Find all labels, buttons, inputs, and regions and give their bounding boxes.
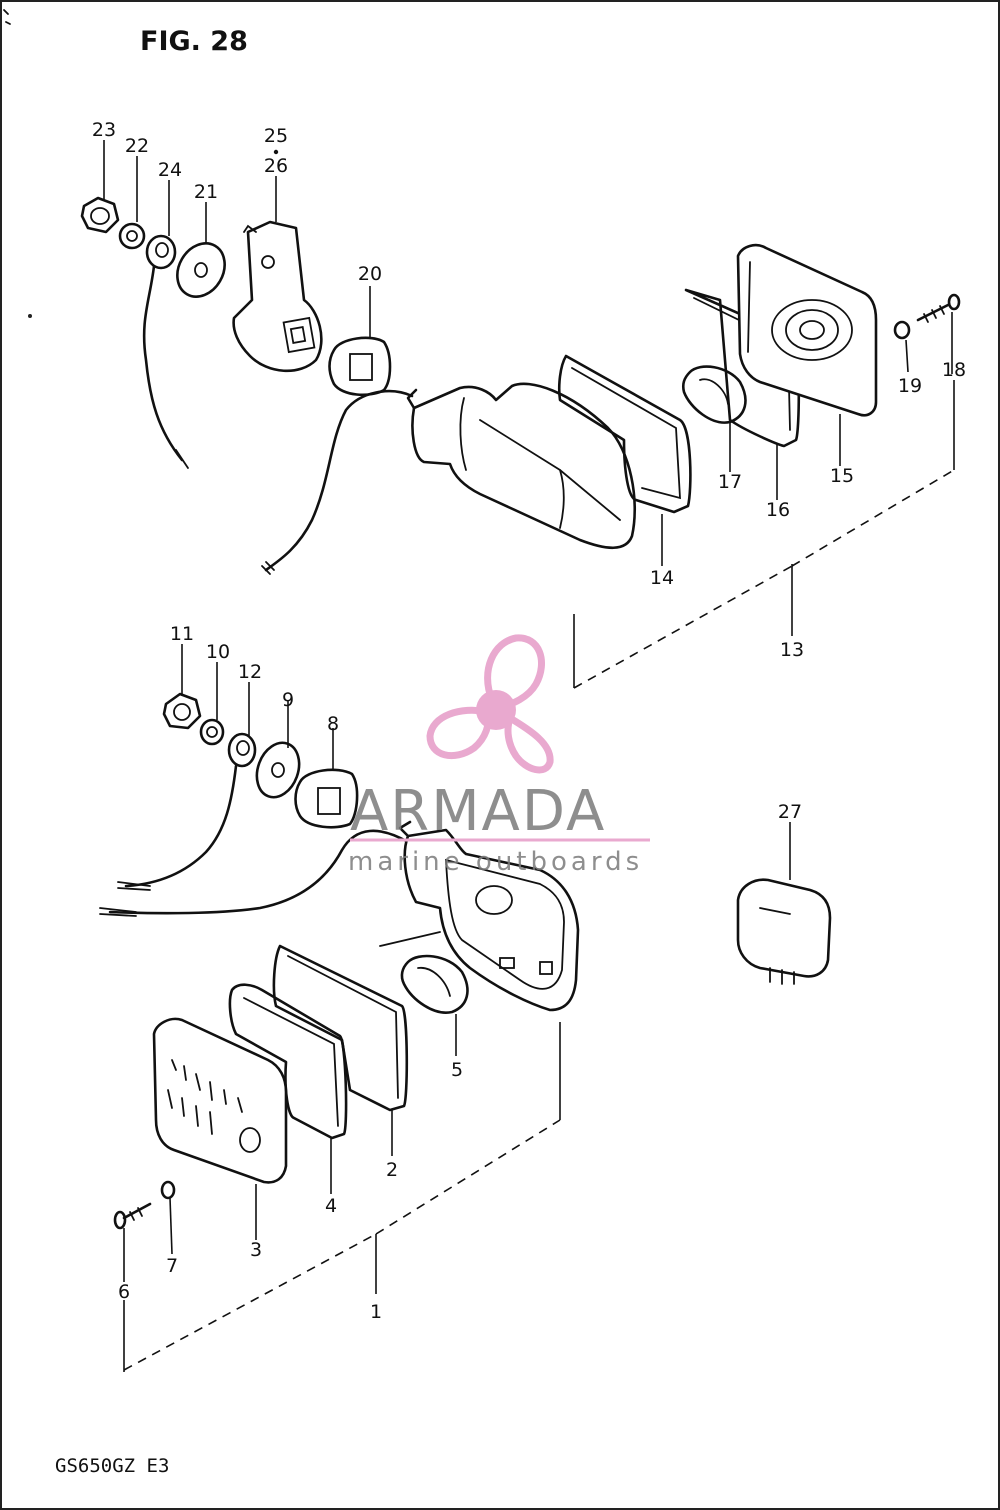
model-code: GS650GZ E3 [55,1455,169,1477]
callout-24: 24 [158,159,182,181]
lens-3 [152,1017,288,1184]
callout-14: 14 [650,567,674,589]
callout-11: 11 [170,623,194,645]
relay-27 [736,878,832,985]
callout-numbers: 23 22 24 21 25 26 20 14 17 16 15 19 18 1… [92,119,966,1323]
gasket-2 [272,944,409,1112]
scan-speck [28,314,32,318]
screw-6 [113,1202,152,1230]
callout-4: 4 [325,1195,337,1217]
upper-turn-signal-assembly [80,196,961,575]
bulb-17 [681,365,747,424]
housing-wire [264,389,414,572]
callout-13: 13 [780,639,804,661]
watermark-tagline: marine outboards [348,847,643,877]
bracket-25-26 [232,220,323,373]
gasket-4 [228,983,348,1140]
scan-speck [3,9,11,25]
lens-15 [736,243,878,417]
ground-wire-24 [142,234,189,469]
figure-title: FIG. 28 [140,26,248,57]
callout-15: 15 [830,465,854,487]
callout-16: 16 [766,499,790,521]
callout-22: 22 [125,135,149,157]
callout-23: 23 [92,119,116,141]
nut-23 [80,196,120,234]
callout-19: 19 [898,375,922,397]
callout-17: 17 [718,471,742,493]
callout-5: 5 [451,1059,463,1081]
callout-2: 2 [386,1159,398,1181]
lock-washer-10 [199,718,225,746]
callout-7: 7 [166,1255,178,1277]
watermark: ARMADA marine outboards [348,634,650,877]
callout-1: 1 [370,1301,382,1323]
lower-housing-wire [108,829,410,915]
callout-9: 9 [282,689,294,711]
callout-6: 6 [118,1281,130,1303]
watermark-brand: ARMADA [350,779,606,844]
callout-25: 25 [264,125,288,147]
washer-7 [160,1180,176,1200]
ground-wire-12 [117,732,257,891]
leader-lines [103,140,955,1372]
gasket-14 [557,354,692,514]
bulb-5 [379,931,469,1014]
callout-3: 3 [250,1239,262,1261]
propeller-logo-icon [426,634,554,774]
lower-turn-signal-assembly [99,692,580,1230]
callout-18: 18 [942,359,966,381]
washer-19 [893,320,911,340]
callout-dot [273,149,279,155]
grommet-8 [294,768,359,829]
signal-housing-lower [398,820,580,1012]
callout-12: 12 [238,661,262,683]
callout-20: 20 [358,263,382,285]
grommet-20 [328,336,392,397]
screw-18 [916,293,961,323]
callout-27: 27 [778,801,802,823]
callout-26: 26 [264,155,288,177]
callout-8: 8 [327,713,339,735]
lock-washer-22 [118,222,146,250]
washer-21 [176,242,226,298]
callout-21: 21 [194,181,218,203]
signal-housing-14-body [406,382,636,550]
nut-11 [162,692,202,730]
callout-10: 10 [206,641,230,663]
